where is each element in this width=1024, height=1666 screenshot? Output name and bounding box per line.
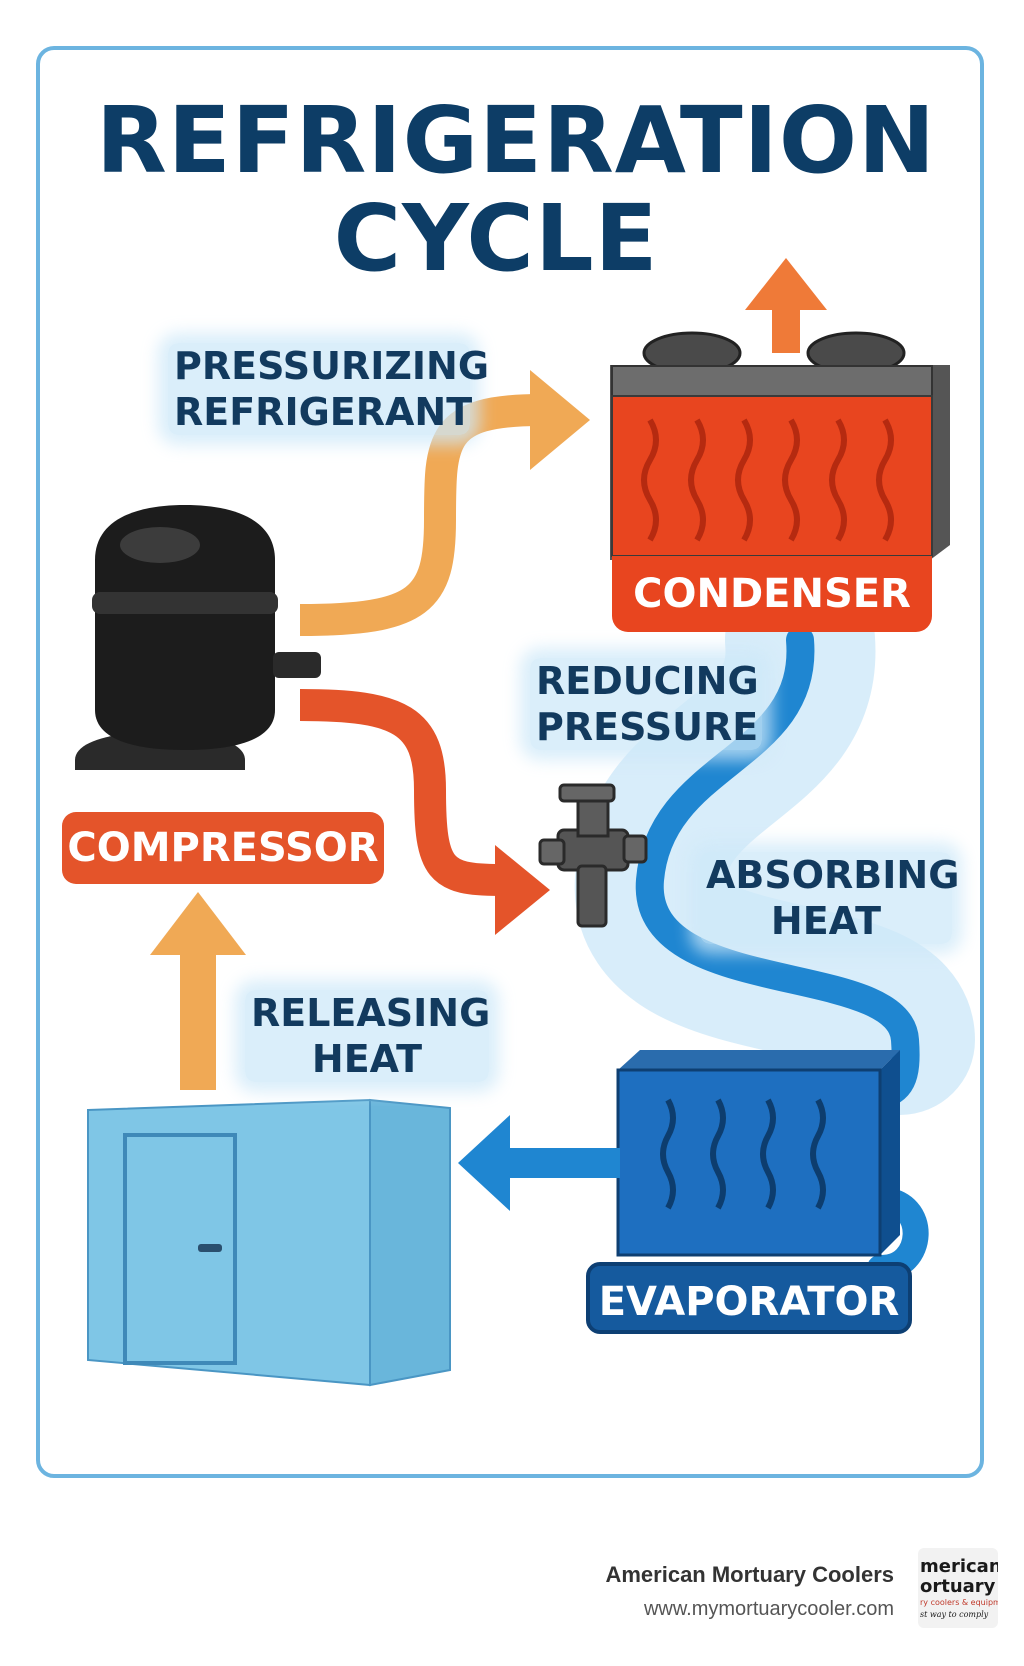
step-absorbing-label: ABSORBING HEAT <box>700 852 959 944</box>
evaporator-label: EVAPORATOR <box>586 1262 912 1334</box>
step-pressurizing-label: PRESSURIZING REFRIGERANT <box>168 343 489 435</box>
condenser-label: CONDENSER <box>612 556 932 632</box>
compressor-label: COMPRESSOR <box>62 812 384 884</box>
title-line-2: CYCLE <box>333 185 659 292</box>
page-title: REFRIGERATION CYCLE <box>96 92 935 292</box>
condenser-unit <box>610 331 950 560</box>
company-logo: merican ortuary ry coolers & equipment s… <box>918 1548 998 1628</box>
compressor-icon <box>75 505 321 770</box>
evaporator-unit <box>616 1050 900 1257</box>
footer-website-url[interactable]: www.mymortuarycooler.com <box>643 1598 894 1620</box>
step-reducing-label: REDUCING PRESSURE <box>530 658 762 750</box>
cold-air-arrow <box>458 1115 620 1211</box>
title-line-1: REFRIGERATION <box>96 87 937 194</box>
step-releasing-label: RELEASING HEAT <box>245 990 490 1082</box>
footer-company-name: American Mortuary Coolers <box>605 1562 894 1587</box>
cold-room-icon <box>87 1098 451 1387</box>
reducing-pipe-arrow <box>299 689 550 935</box>
expansion-valve-icon <box>538 783 648 928</box>
pressurizing-pipe-arrow <box>299 370 590 636</box>
condenser-heat-arrow <box>745 258 827 353</box>
return-arrow <box>150 892 246 1090</box>
